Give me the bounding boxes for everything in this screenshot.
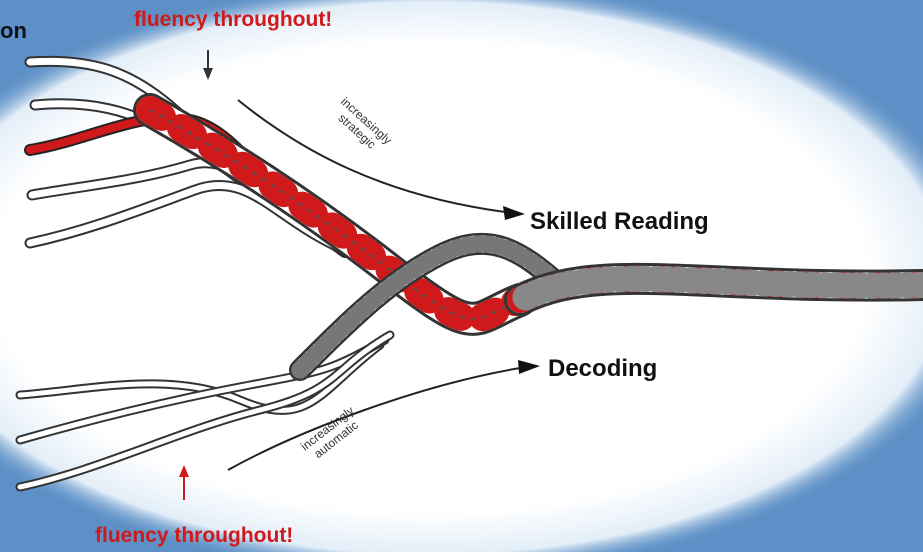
lower-strands bbox=[20, 335, 390, 487]
combined-rope bbox=[520, 279, 923, 300]
label-top-left: on bbox=[0, 18, 27, 44]
upper-strands bbox=[30, 61, 345, 252]
fluency-arrow-bottom bbox=[179, 465, 189, 500]
label-decoding: Decoding bbox=[548, 355, 657, 383]
label-skilled-reading: Skilled Reading bbox=[530, 208, 709, 236]
label-fluency-top: fluency throughout! bbox=[134, 8, 332, 32]
fluency-arrow-top bbox=[203, 50, 213, 80]
upper-rope bbox=[150, 110, 520, 319]
label-fluency-bottom: fluency throughout! bbox=[95, 524, 293, 548]
